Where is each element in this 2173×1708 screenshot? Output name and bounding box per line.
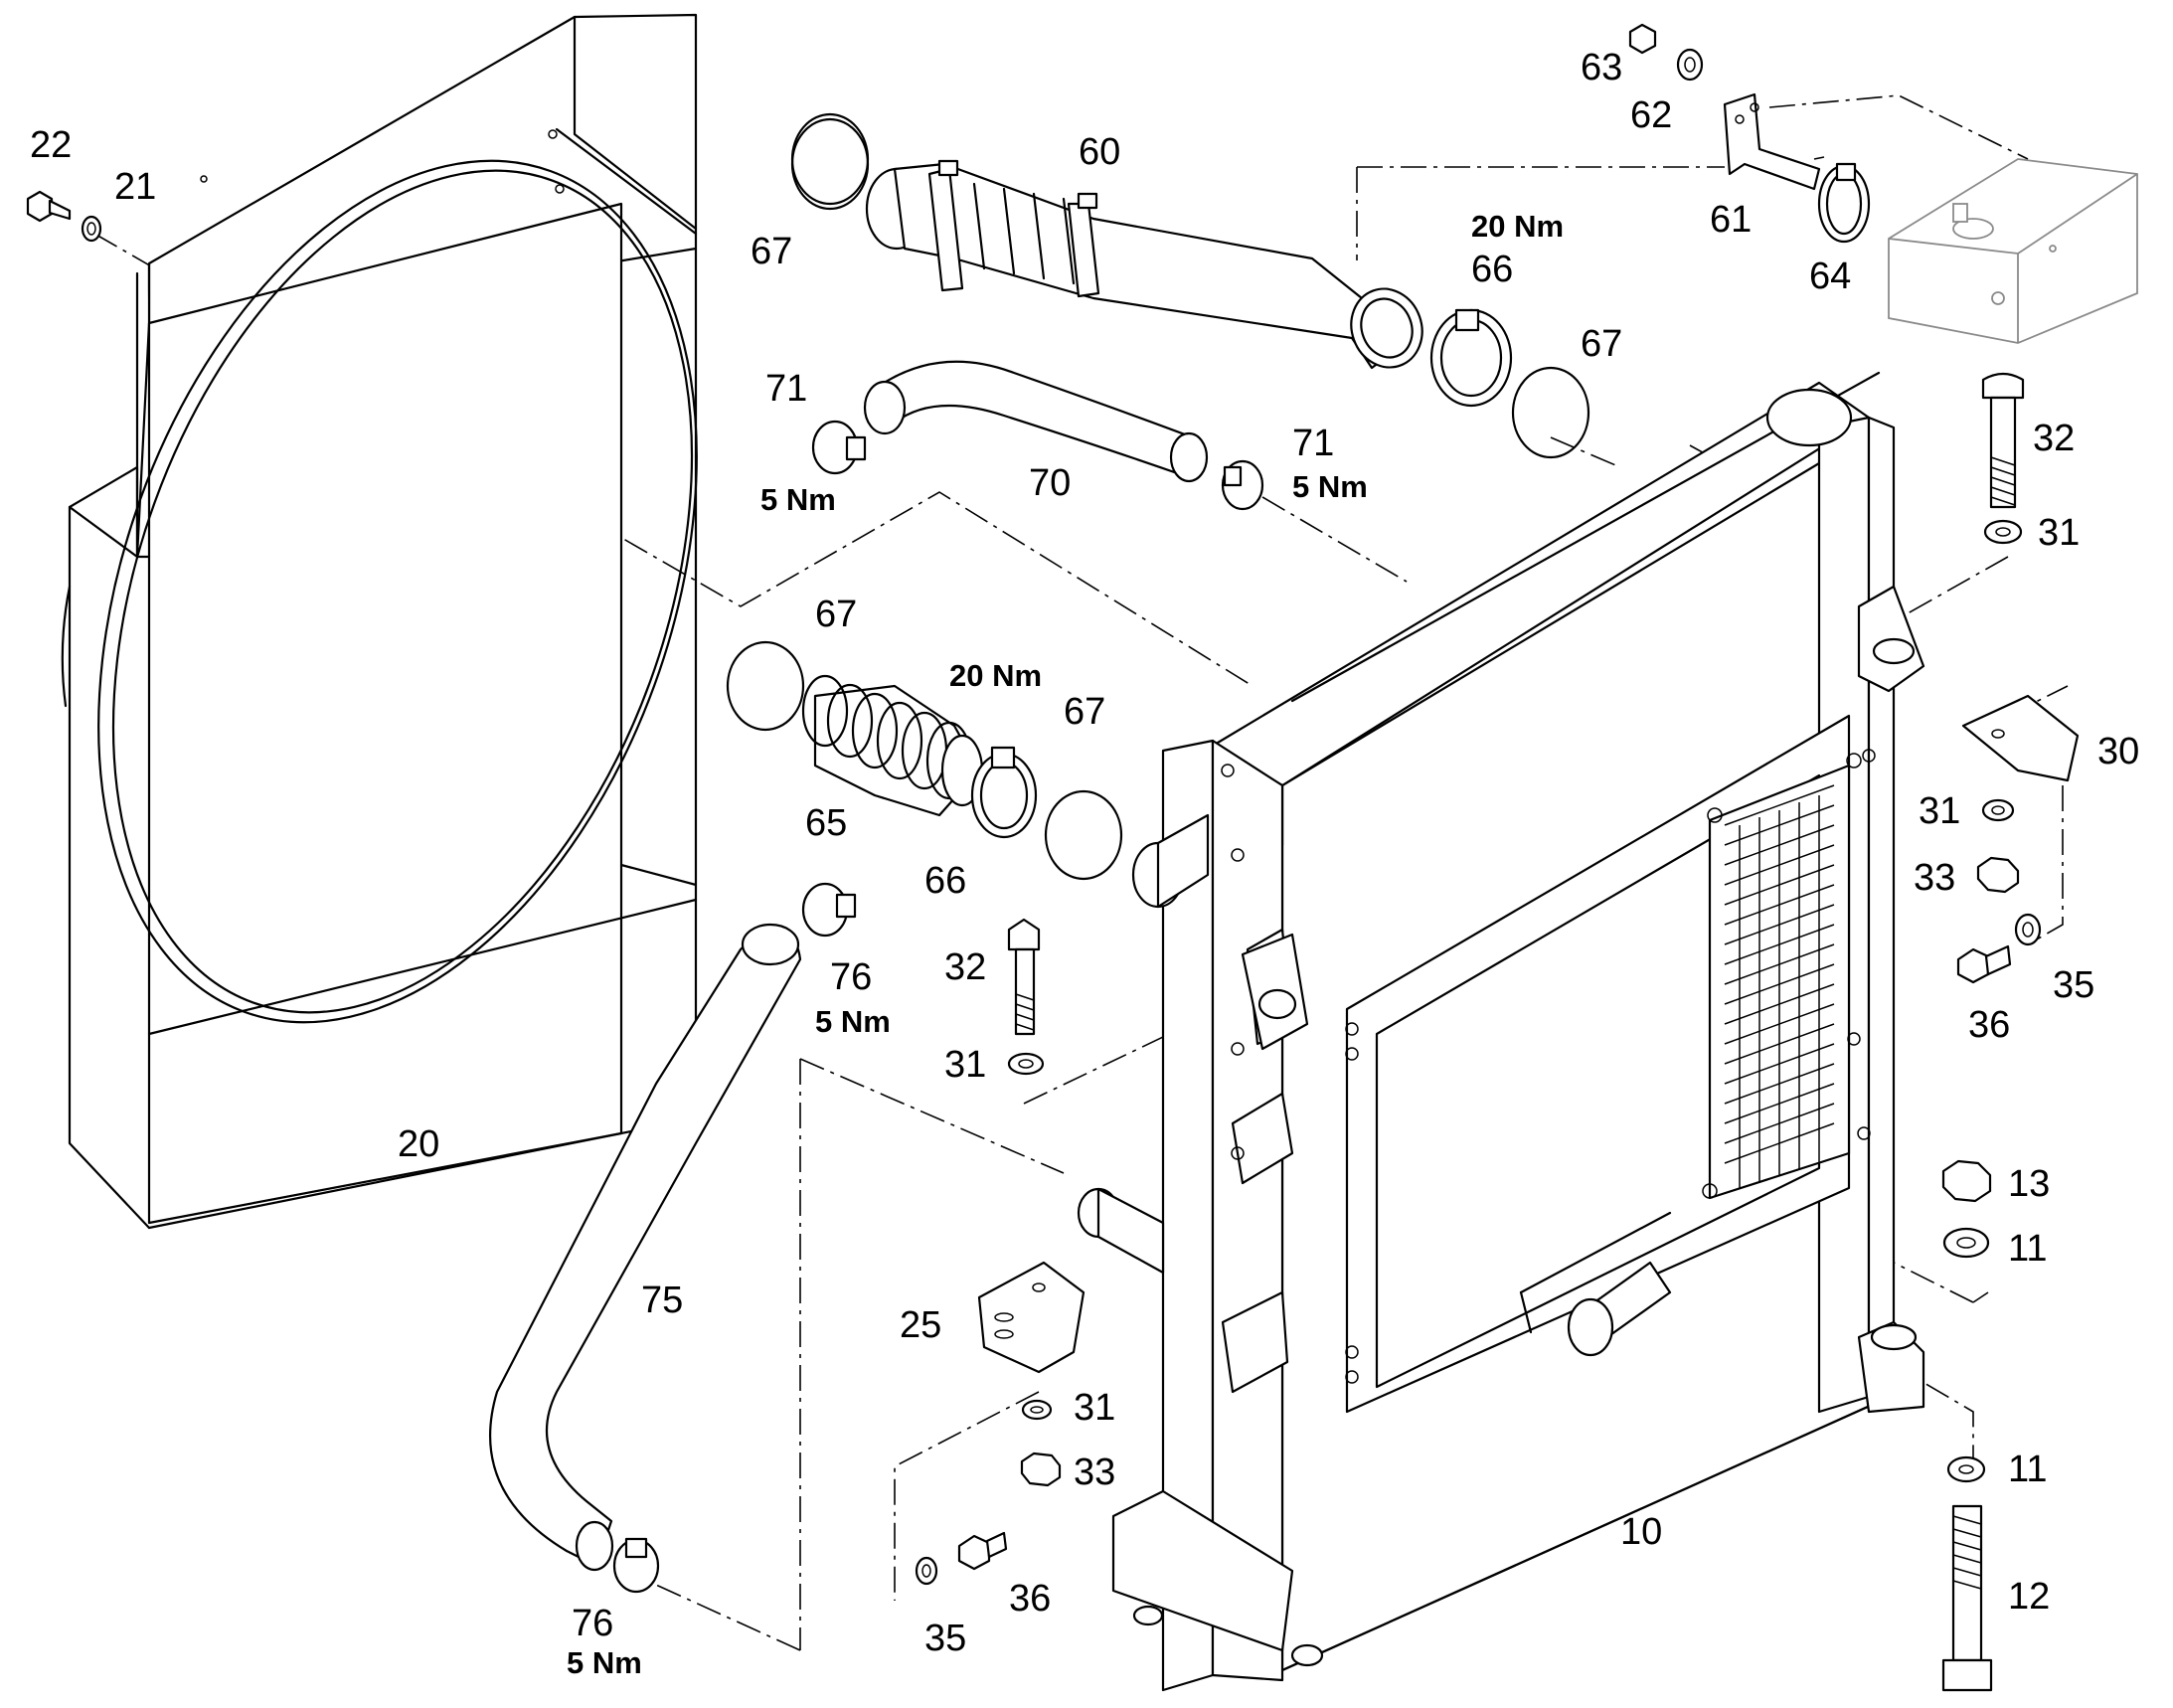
washer-11-top — [1942, 1227, 1990, 1259]
callout-76: 76 — [572, 1603, 613, 1644]
bellows-hose-65 — [801, 674, 984, 817]
torque-labels: 20 Nm 5 Nm 5 Nm 20 Nm 5 Nm 5 Nm — [567, 209, 1564, 1680]
callout-20: 20 — [398, 1123, 439, 1165]
callout-22: 22 — [30, 124, 72, 166]
bolt-22 — [26, 190, 72, 223]
washer-11-bottom — [1946, 1455, 1986, 1483]
callout-36: 36 — [1968, 1004, 2010, 1046]
callout-35: 35 — [2053, 964, 2094, 1006]
washer-31-right-top — [1983, 519, 2023, 545]
washer-31-right-mid — [1981, 798, 2015, 822]
o-ring-67-mid-right — [1044, 789, 1123, 881]
o-ring-67-mid-left — [726, 640, 805, 732]
torque-76-top: 5 Nm — [815, 1004, 891, 1039]
washer-62 — [1676, 48, 1704, 82]
torque-66-top: 20 Nm — [1471, 209, 1564, 244]
callout-10: 10 — [1620, 1511, 1662, 1553]
callout-11: 11 — [2008, 1449, 2047, 1490]
callout-labels: 22 21 20 60 67 63 62 61 64 66 67 71 70 7… — [30, 47, 2139, 1659]
o-ring-67-top — [790, 112, 870, 206]
callout-75: 75 — [641, 1280, 683, 1321]
bolt-36-right — [1956, 944, 2012, 984]
nut-33-right — [1976, 856, 2020, 894]
callout-66: 66 — [924, 860, 966, 902]
callout-63: 63 — [1581, 47, 1622, 88]
torque-71-left: 5 Nm — [760, 482, 836, 517]
torque-66-mid: 20 Nm — [949, 658, 1042, 693]
radiator-assembly — [1077, 371, 1925, 1692]
callout-25: 25 — [900, 1304, 941, 1346]
callout-67: 67 — [1064, 691, 1105, 733]
callout-31: 31 — [2038, 512, 2080, 554]
callout-67: 67 — [751, 231, 792, 272]
bracket-61 — [1723, 92, 1821, 191]
callout-71: 71 — [1292, 423, 1334, 464]
callout-62: 62 — [1630, 94, 1672, 136]
callout-13: 13 — [2008, 1163, 2050, 1205]
bracket-25 — [977, 1261, 1086, 1374]
hose-clamp-76-bottom — [612, 1537, 660, 1594]
callout-31: 31 — [1074, 1387, 1115, 1429]
washer-35-right — [2014, 913, 2042, 946]
washer-31-lower — [1021, 1399, 1053, 1421]
o-ring-67-right — [1511, 366, 1590, 459]
nut-13 — [1941, 1159, 1992, 1203]
callout-70: 70 — [1029, 462, 1071, 504]
callout-21: 21 — [114, 166, 156, 208]
callout-67: 67 — [815, 594, 857, 635]
callout-12: 12 — [2008, 1576, 2050, 1618]
callout-31: 31 — [1919, 790, 1960, 832]
clamp-64 — [1817, 162, 1871, 244]
hose-75 — [489, 923, 802, 1572]
charge-air-pipe-60 — [790, 117, 1423, 370]
callout-64: 64 — [1809, 256, 1851, 297]
hose-clamp-76-top — [801, 882, 857, 938]
nut-33-lower — [1020, 1452, 1062, 1487]
clamp-66-mid — [970, 746, 1038, 839]
fan-shroud — [61, 13, 698, 1230]
callout-67: 67 — [1581, 323, 1622, 365]
callout-61: 61 — [1710, 199, 1752, 241]
bolt-32-mid — [1007, 918, 1041, 1036]
bolt-36-lower — [957, 1531, 1008, 1571]
callout-30: 30 — [2097, 731, 2139, 772]
callout-11: 11 — [2008, 1228, 2047, 1270]
bracket-30 — [1961, 694, 2080, 782]
callout-32: 32 — [944, 946, 986, 988]
torque-76-bottom: 5 Nm — [567, 1645, 642, 1680]
torque-71-right: 5 Nm — [1292, 469, 1368, 504]
callout-66: 66 — [1471, 249, 1513, 290]
clamp-66-top — [1429, 308, 1513, 408]
callout-60: 60 — [1079, 131, 1120, 173]
callout-33: 33 — [1914, 857, 1955, 899]
callout-71: 71 — [765, 368, 807, 410]
nut-63 — [1628, 23, 1657, 55]
washer-21 — [81, 215, 102, 243]
callout-35: 35 — [924, 1618, 966, 1659]
callout-33: 33 — [1074, 1452, 1115, 1493]
hose-clamp-71-right — [1221, 459, 1264, 511]
hose-70 — [863, 360, 1209, 483]
callout-65: 65 — [805, 802, 847, 844]
callout-36: 36 — [1009, 1578, 1051, 1620]
expansion-tank — [1888, 158, 2138, 344]
callout-76: 76 — [830, 956, 872, 998]
hose-clamp-71-left — [811, 420, 867, 475]
washer-35-lower — [915, 1556, 938, 1586]
washer-31-mid — [1007, 1052, 1045, 1076]
callout-31: 31 — [944, 1044, 986, 1086]
callout-32: 32 — [2033, 418, 2075, 459]
bolt-32-right — [1981, 372, 2025, 509]
bolt-12 — [1941, 1504, 1993, 1692]
